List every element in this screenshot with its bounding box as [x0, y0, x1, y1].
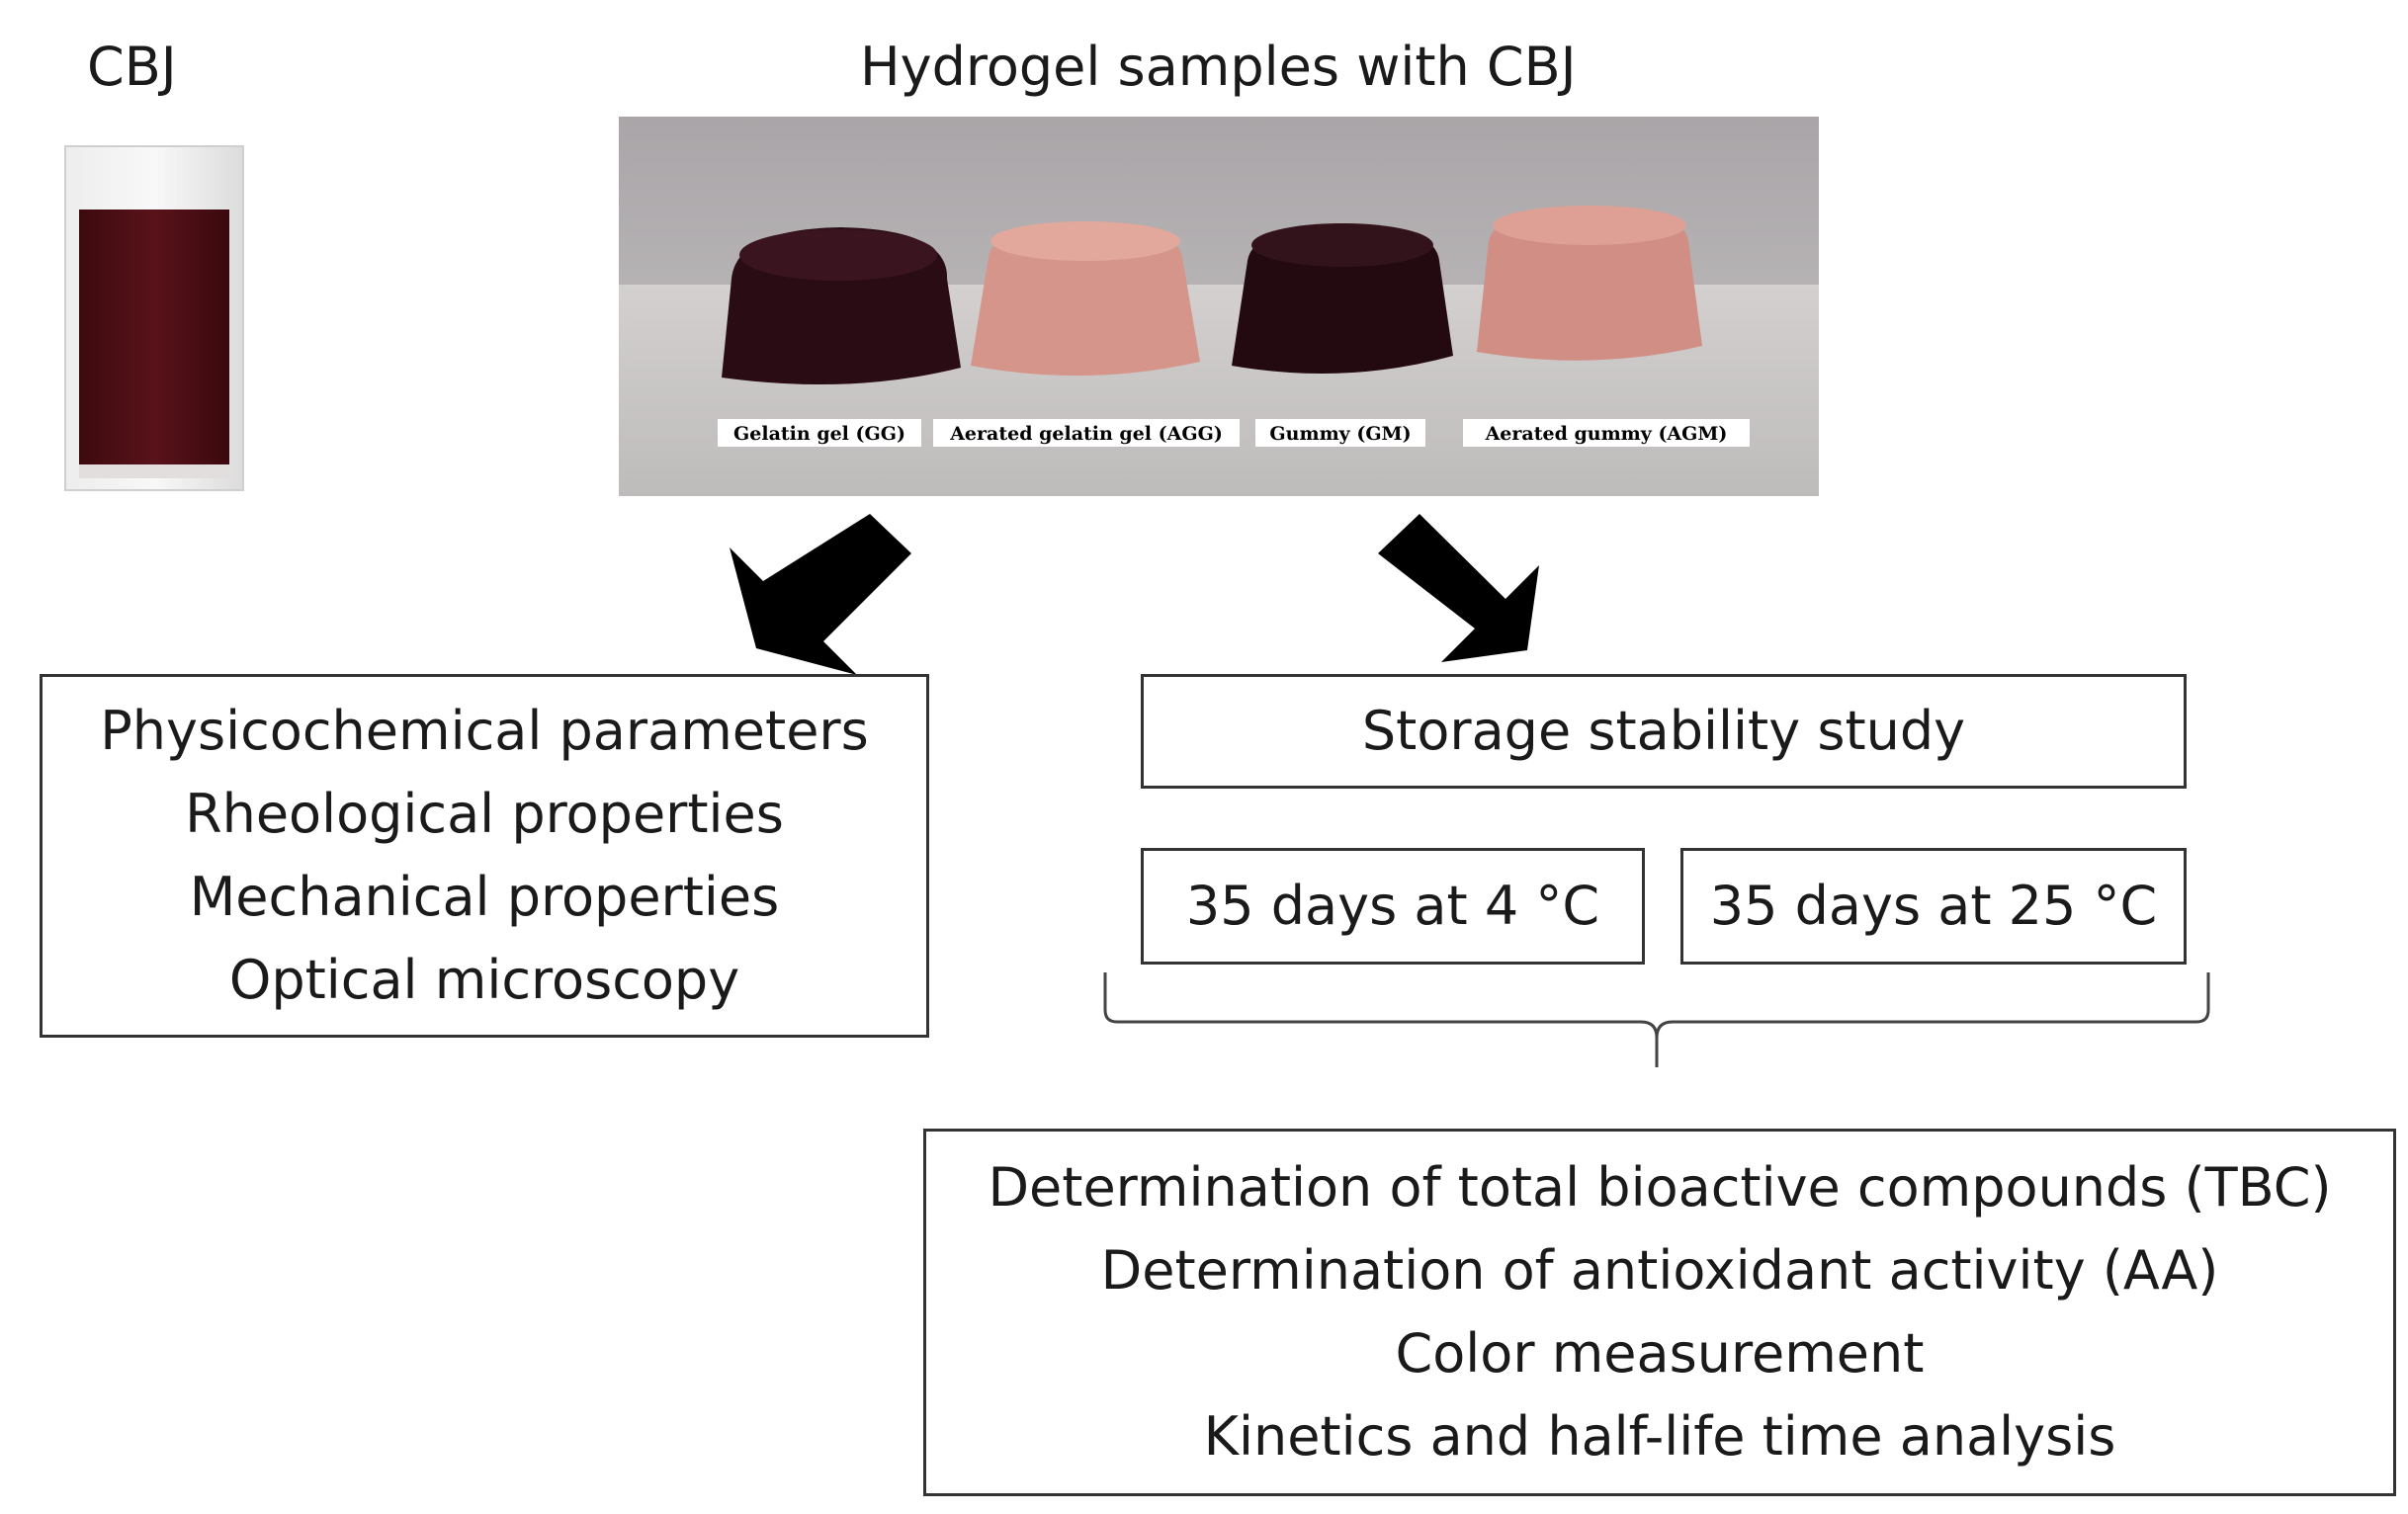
- label-gelatin-gel: Gelatin gel (GG): [733, 423, 905, 445]
- analysis-line: Determination of total bioactive compoun…: [988, 1156, 2332, 1219]
- storage-stability-box: Storage stability study: [1141, 674, 2187, 789]
- hydrogel-photo: Gelatin gel (GG) Aerated gelatin gel (AG…: [619, 117, 1819, 496]
- condition-4c-label: 35 days at 4 °C: [1185, 875, 1600, 937]
- hydrogel-heading: Hydrogel samples with CBJ: [860, 36, 1577, 98]
- characterization-box: Physicochemical parameters Rheological p…: [40, 674, 929, 1038]
- aerated-gummy-sample: [1477, 206, 1702, 361]
- arrow-to-physicochemical: [730, 514, 911, 675]
- condition-25c-label: 35 days at 25 °C: [1709, 875, 2158, 937]
- analysis-line: Determination of antioxidant activity (A…: [1100, 1239, 2219, 1302]
- grouping-brace: [1103, 972, 2210, 1067]
- characterization-line: Rheological properties: [185, 783, 784, 845]
- storage-stability-label: Storage stability study: [1361, 700, 1966, 762]
- cbj-vial-image: [64, 145, 244, 491]
- condition-25c-box: 35 days at 25 °C: [1680, 848, 2187, 965]
- characterization-line: Physicochemical parameters: [100, 700, 869, 762]
- label-aerated-gelatin-gel: Aerated gelatin gel (AGG): [949, 423, 1223, 445]
- analysis-line: Color measurement: [1395, 1322, 1925, 1385]
- aerated-gelatin-gel-sample: [971, 221, 1200, 377]
- gelatin-gel-sample: [722, 227, 961, 385]
- gummy-sample: [1232, 223, 1453, 374]
- cbj-heading: CBJ: [87, 36, 177, 98]
- characterization-line: Mechanical properties: [189, 866, 780, 928]
- analysis-line: Kinetics and half-life time analysis: [1203, 1405, 2116, 1468]
- arrow-to-storage: [1378, 514, 1539, 662]
- analysis-box: Determination of total bioactive compoun…: [923, 1129, 2396, 1496]
- condition-4c-box: 35 days at 4 °C: [1141, 848, 1645, 965]
- characterization-line: Optical microscopy: [228, 949, 740, 1011]
- label-aerated-gummy: Aerated gummy (AGM): [1485, 423, 1728, 445]
- label-gummy: Gummy (GM): [1269, 423, 1411, 445]
